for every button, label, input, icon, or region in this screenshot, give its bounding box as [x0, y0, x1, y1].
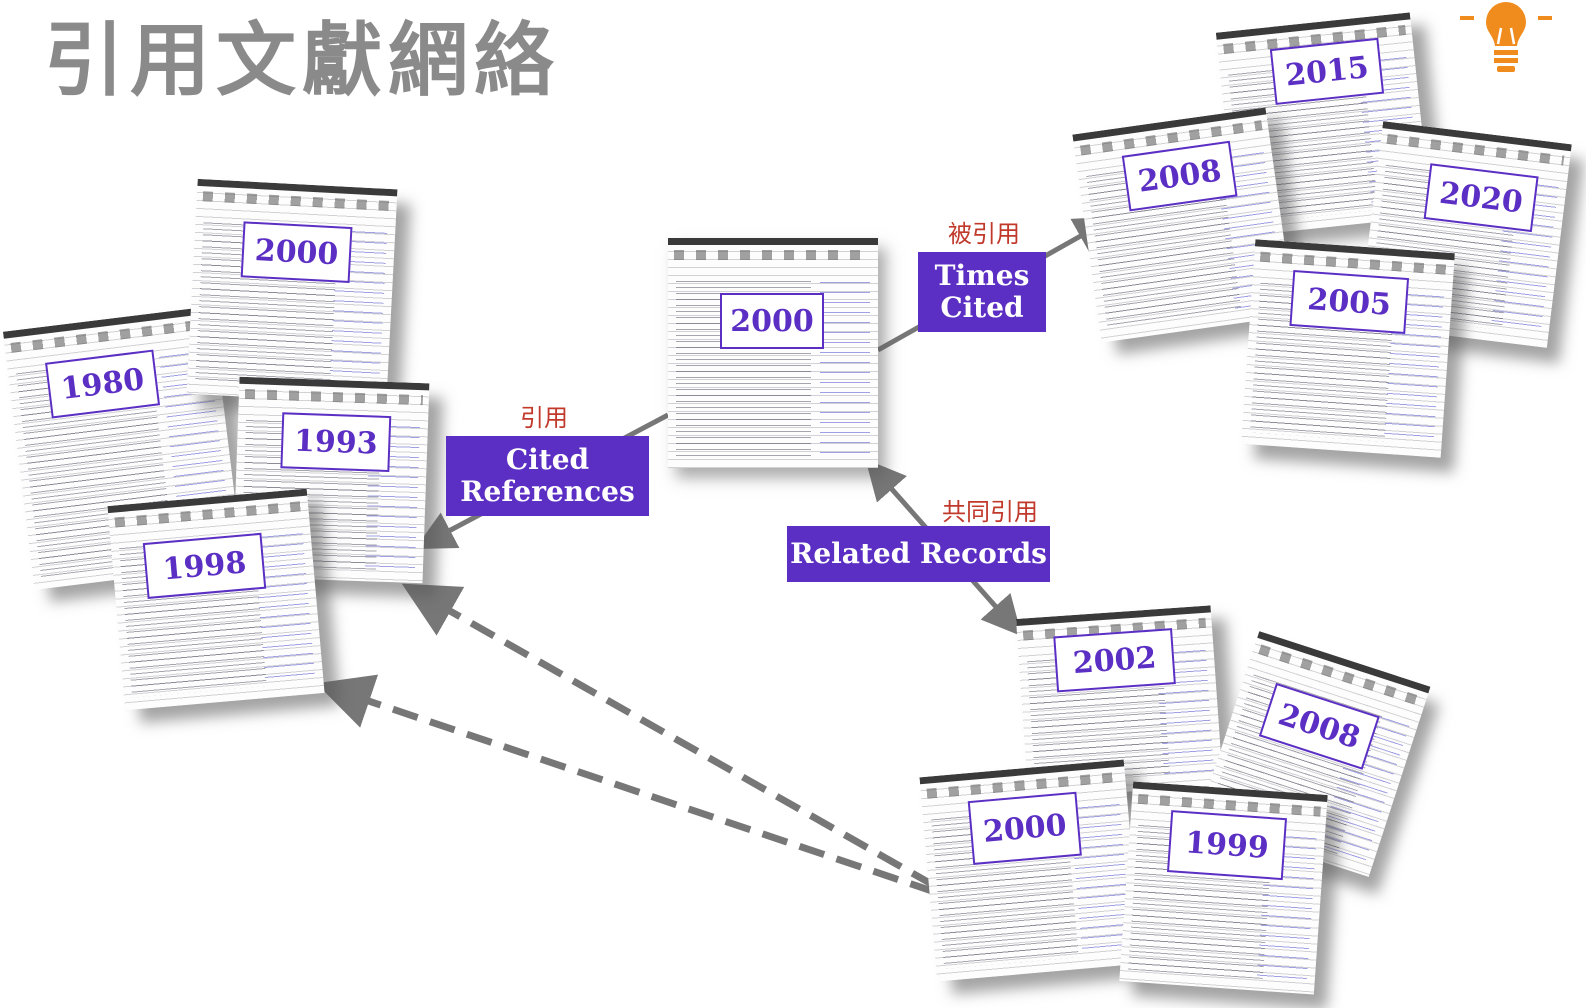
record-card-2000-bottom: 2000 — [919, 759, 1142, 982]
center-year-label: 2000 — [720, 293, 824, 349]
arrow-dashed-2 — [316, 674, 937, 896]
related-zh-label: 共同引用 — [942, 498, 1038, 526]
related-records-label: Related Records — [787, 526, 1050, 582]
cited-references-line2: References — [460, 475, 635, 508]
cited-zh-label: 引用 — [520, 404, 568, 432]
record-card-center: 2000 — [668, 238, 878, 468]
arrow-dashed-1 — [401, 583, 937, 890]
card-nav — [674, 250, 872, 260]
year-label: 2002 — [1053, 628, 1176, 693]
year-label: 2015 — [1269, 37, 1385, 105]
lightbulb-icon — [1460, 2, 1552, 72]
record-card-1999: 1999 — [1119, 781, 1328, 995]
year-label: 1999 — [1166, 810, 1288, 881]
times-cited-line2: Cited — [940, 291, 1024, 324]
page-title: 引用文獻網絡 — [44, 14, 560, 107]
year-label: 1998 — [142, 532, 267, 599]
times-cited-zh-label: 被引用 — [948, 220, 1020, 248]
times-cited-line1: Times — [934, 259, 1030, 292]
year-label: 2000 — [240, 221, 353, 283]
year-label: 2005 — [1289, 269, 1410, 334]
record-card-1998: 1998 — [107, 488, 325, 711]
cited-references-line1: Cited — [505, 443, 590, 476]
card-sidebar — [820, 278, 870, 456]
year-label: 2000 — [967, 791, 1082, 865]
record-card-2005: 2005 — [1241, 239, 1455, 458]
card-header-bar — [668, 238, 878, 245]
record-card-2000-left: 2000 — [186, 178, 398, 405]
year-label: 1993 — [280, 412, 392, 473]
card-nav — [244, 388, 424, 406]
times-cited-label: Times Cited — [918, 252, 1046, 332]
cited-references-label: Cited References — [446, 436, 649, 516]
